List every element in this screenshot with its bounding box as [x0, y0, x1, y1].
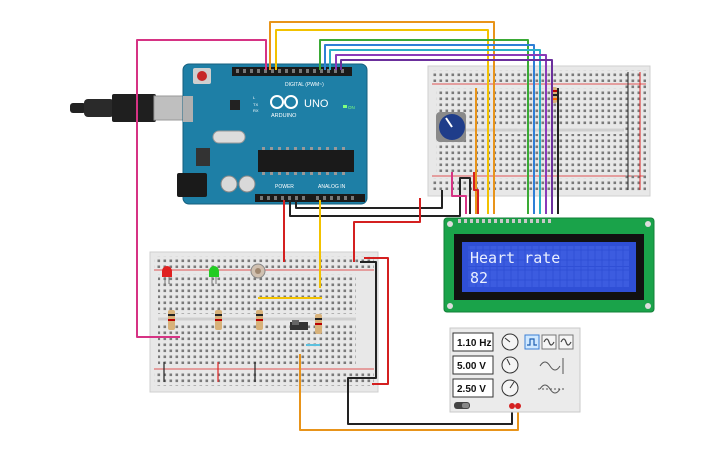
square-wave-button[interactable]	[524, 334, 540, 350]
pulse-sensor[interactable]	[250, 263, 266, 279]
model-label: UNO	[304, 98, 329, 110]
on-label: ON	[348, 105, 355, 110]
negative-terminal[interactable]	[509, 403, 515, 409]
resistor-3[interactable]	[256, 310, 263, 330]
resistor-2[interactable]	[215, 310, 222, 330]
potentiometer[interactable]	[436, 112, 466, 142]
amplitude-icon	[539, 358, 564, 374]
positive-terminal[interactable]	[515, 403, 521, 409]
arduino-logo	[270, 95, 298, 109]
resistor-4[interactable]	[315, 314, 322, 334]
frequency-display: 1.10 Hz	[457, 338, 491, 349]
lcd-line-2: 82	[470, 269, 488, 287]
lcd-module[interactable]: Heart rate 82	[443, 217, 655, 313]
arduino-uno-board[interactable]: ARDUINO UNO DIGITAL (PWM~) POWER ANALOG …	[177, 63, 368, 205]
atmega-chip	[258, 150, 354, 172]
triangle-wave-icon	[560, 338, 572, 346]
square-wave-icon	[527, 338, 537, 346]
usb-cable[interactable]	[70, 94, 187, 122]
sine-wave-icon	[543, 338, 555, 346]
red-led[interactable]	[162, 266, 172, 284]
function-generator[interactable]: 1.10 Hz 5.00 V 2.50 V	[449, 327, 581, 413]
green-led[interactable]	[209, 266, 219, 284]
wires	[136, 21, 559, 431]
brand-label: ARDUINO	[271, 113, 297, 119]
tx-label: TX	[253, 102, 258, 107]
offset-display: 2.50 V	[457, 384, 486, 395]
breadboard-bottom[interactable]	[149, 251, 379, 393]
power-analog-header[interactable]	[255, 194, 365, 202]
amplitude-display: 5.00 V	[457, 361, 486, 372]
resistor-1[interactable]	[168, 310, 175, 330]
offset-icon	[538, 384, 566, 394]
l-label: L	[253, 95, 256, 100]
digital-label: DIGITAL (PWM~)	[285, 82, 324, 88]
analog-label: ANALOG IN	[318, 184, 346, 190]
rx-label: RX	[253, 108, 259, 113]
slide-switch[interactable]	[290, 320, 308, 330]
on-led	[343, 105, 347, 108]
lcd-line-1: Heart rate	[470, 249, 560, 267]
power-label: POWER	[275, 184, 294, 190]
power-jack[interactable]	[177, 173, 207, 197]
